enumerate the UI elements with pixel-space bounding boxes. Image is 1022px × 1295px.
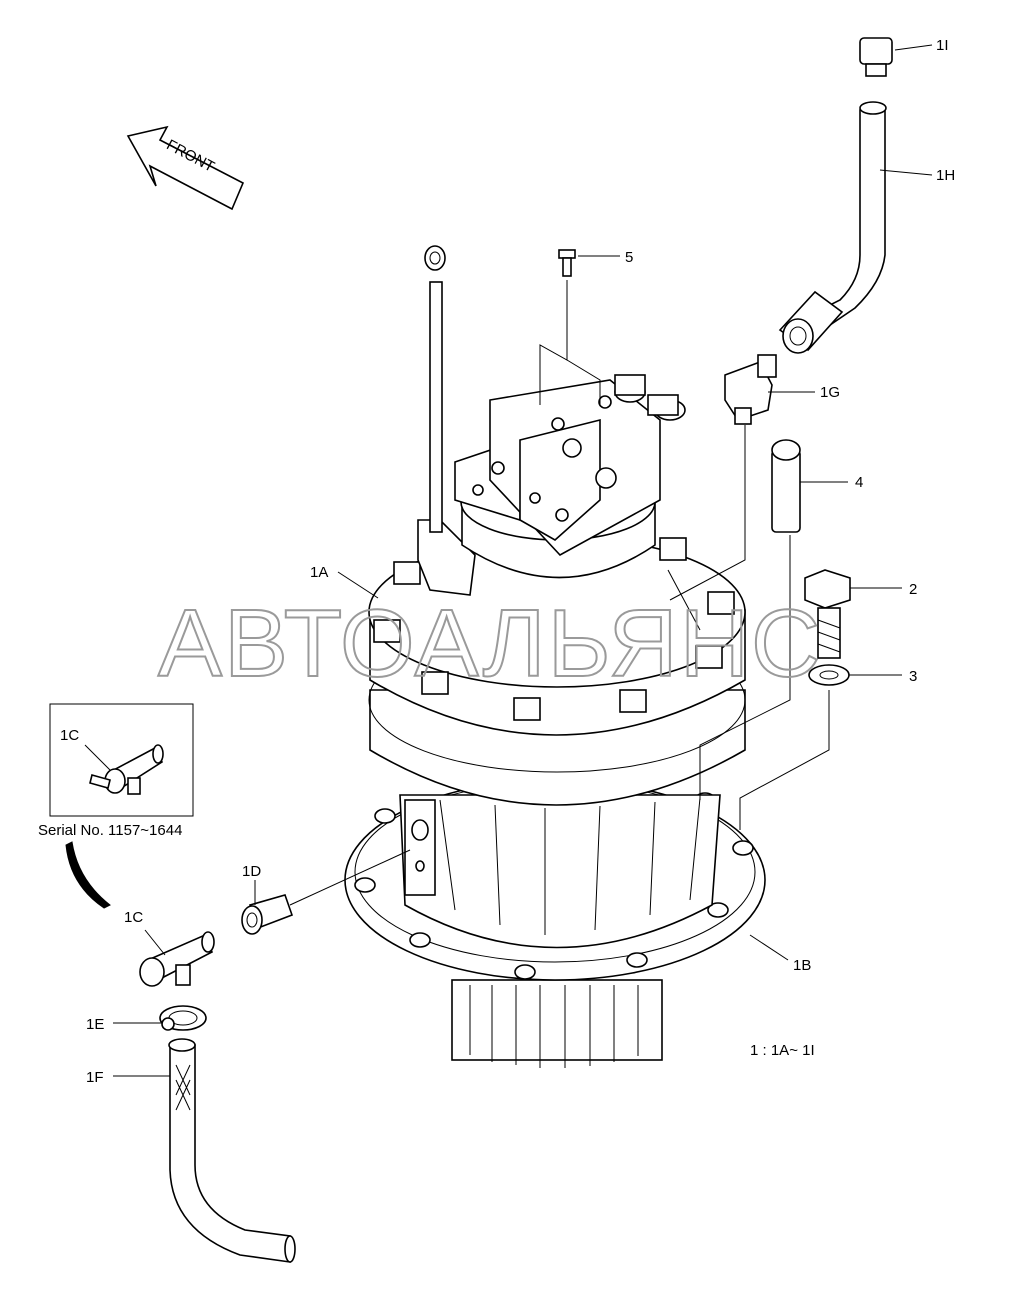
part-1I-cap xyxy=(859,37,893,77)
assembly-note: 1 : 1A~ 1I xyxy=(750,1042,815,1059)
part-1D-fitting xyxy=(241,894,294,935)
callout-5: 5 xyxy=(625,249,633,266)
part-1F-hose xyxy=(168,1038,296,1263)
gear-housing xyxy=(344,779,766,1068)
inset-pointer-arrow xyxy=(65,841,111,909)
swing-motor-body xyxy=(368,463,746,806)
callout-1D: 1D xyxy=(242,863,261,880)
callout-4: 4 xyxy=(855,474,863,491)
part-1C-tee xyxy=(139,931,215,987)
callout-1C: 1C xyxy=(124,909,143,926)
callout-1I: 1I xyxy=(936,37,949,54)
callout-3: 3 xyxy=(909,668,917,685)
callout-1C-inset: 1C xyxy=(60,727,79,744)
level-gauge xyxy=(424,245,446,533)
part-1G-elbow xyxy=(724,354,777,425)
callout-2: 2 xyxy=(909,581,917,598)
callout-labels: 1I 1H 5 1G 4 2 3 1A 1B 1C 1C 1D 1E 1F xyxy=(60,37,955,1086)
callout-1E: 1E xyxy=(86,1016,104,1033)
serial-inset-box xyxy=(49,703,194,817)
inset-1C-tee xyxy=(89,744,164,795)
callout-1G: 1G xyxy=(820,384,840,401)
part-4-pin xyxy=(771,439,801,533)
front-arrow: FRONT xyxy=(126,125,245,211)
part-2-bolt xyxy=(804,569,851,659)
callout-1A: 1A xyxy=(310,564,328,581)
callout-1B: 1B xyxy=(793,957,811,974)
watermark: АВТОАЛЬЯНС xyxy=(158,590,822,697)
cap-screws xyxy=(373,537,735,721)
part-1H-pipe xyxy=(778,101,887,354)
relief-valve-block xyxy=(454,374,686,557)
part-1E-clamp xyxy=(159,1005,207,1031)
callout-1F: 1F xyxy=(86,1069,104,1086)
callout-1H: 1H xyxy=(936,167,955,184)
part-5-bolt xyxy=(558,249,576,277)
leader-lines xyxy=(84,44,933,1077)
serial-note: Serial No. 1157~1644 xyxy=(38,822,182,839)
